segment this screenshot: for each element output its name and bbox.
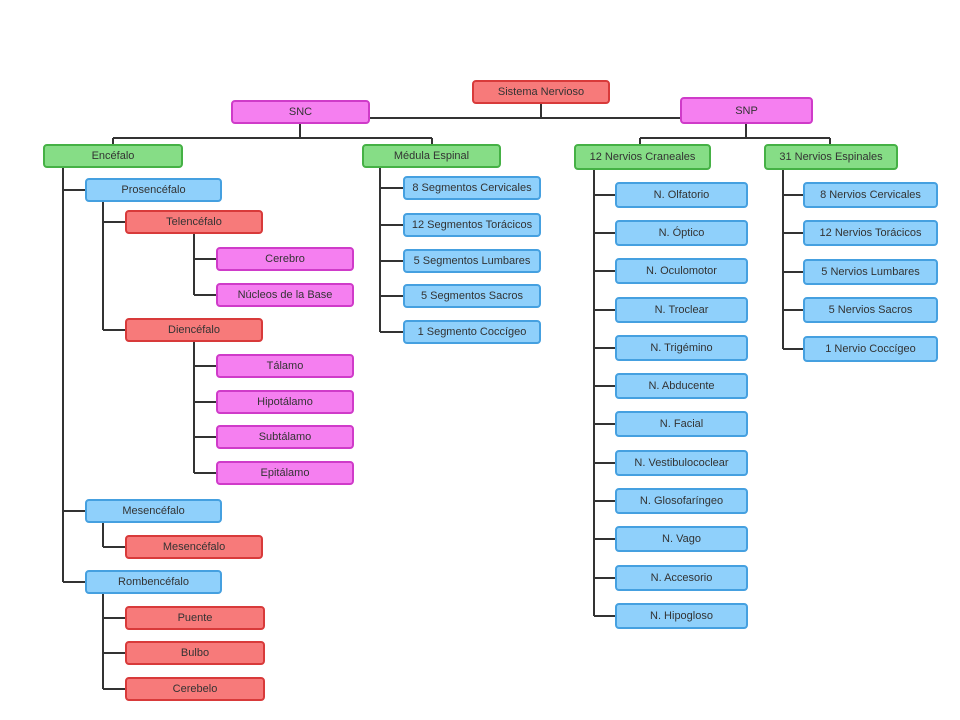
node-n-facial: N. Facial [615,411,748,437]
node-nervios-sacros: 5 Nervios Sacros [803,297,938,323]
node-sistema-nervioso: Sistema Nervioso [472,80,610,104]
node-n-abducente: N. Abducente [615,373,748,399]
node-segmentos-lumbares: 5 Segmentos Lumbares [403,249,541,273]
connector-telencefalo [193,234,216,296]
connector-diencefalo [193,342,216,474]
node-nervios-toracicos: 12 Nervios Torácicos [803,220,938,246]
node-snp: SNP [680,97,813,124]
node-segmentos-cervicales: 8 Segmentos Cervicales [403,176,541,200]
node-nucleos-base: Núcleos de la Base [216,283,354,307]
node-nervios-espinales: 31 Nervios Espinales [764,144,898,170]
node-cerebro: Cerebro [216,247,354,271]
connector-craneales [593,170,615,617]
node-talamo: Tálamo [216,354,354,378]
node-n-vago: N. Vago [615,526,748,552]
node-segmento-coccigeo: 1 Segmento Coccígeo [403,320,541,344]
connector-espinales [782,170,803,350]
node-n-accesorio: N. Accesorio [615,565,748,591]
connector-snc-children [112,124,433,144]
node-segmentos-toracicos: 12 Segmentos Torácicos [403,213,541,237]
node-n-troclear: N. Troclear [615,297,748,323]
connector-medula [379,168,403,333]
node-n-trigemino: N. Trigémino [615,335,748,361]
node-diencefalo: Diencéfalo [125,318,263,342]
node-n-hipogloso: N. Hipogloso [615,603,748,629]
node-puente: Puente [125,606,265,630]
node-bulbo: Bulbo [125,641,265,665]
node-rombencefalo: Rombencéfalo [85,570,222,594]
connector-prosencefalo [102,202,125,331]
node-subtalamo: Subtálamo [216,425,354,449]
node-n-oculomotor: N. Oculomotor [615,258,748,284]
node-medula-espinal: Médula Espinal [362,144,501,168]
node-nervios-lumbares: 5 Nervios Lumbares [803,259,938,285]
node-n-glosofaringeo: N. Glosofaríngeo [615,488,748,514]
node-nervio-coccigeo: 1 Nervio Coccígeo [803,336,938,362]
node-mesencefalo-group: Mesencéfalo [85,499,222,523]
connector-encefalo [62,168,85,583]
node-snc: SNC [231,100,370,124]
node-cerebelo: Cerebelo [125,677,265,701]
node-mesencefalo: Mesencéfalo [125,535,263,559]
node-nervios-craneales: 12 Nervios Craneales [574,144,711,170]
node-encefalo: Encéfalo [43,144,183,168]
connector-snp-children [639,124,831,144]
node-telencefalo: Telencéfalo [125,210,263,234]
node-epitalamo: Epitálamo [216,461,354,485]
connector-mesencefalo [102,523,125,548]
node-hipotalamo: Hipotálamo [216,390,354,414]
node-n-vestibulococlear: N. Vestibulococlear [615,450,748,476]
node-n-optico: N. Óptico [615,220,748,246]
connector-rombencefalo [102,594,125,690]
connector-root-snc-snp [299,104,747,119]
node-prosencefalo: Prosencéfalo [85,178,222,202]
node-nervios-cervicales: 8 Nervios Cervicales [803,182,938,208]
node-n-olfatorio: N. Olfatorio [615,182,748,208]
node-segmentos-sacros: 5 Segmentos Sacros [403,284,541,308]
